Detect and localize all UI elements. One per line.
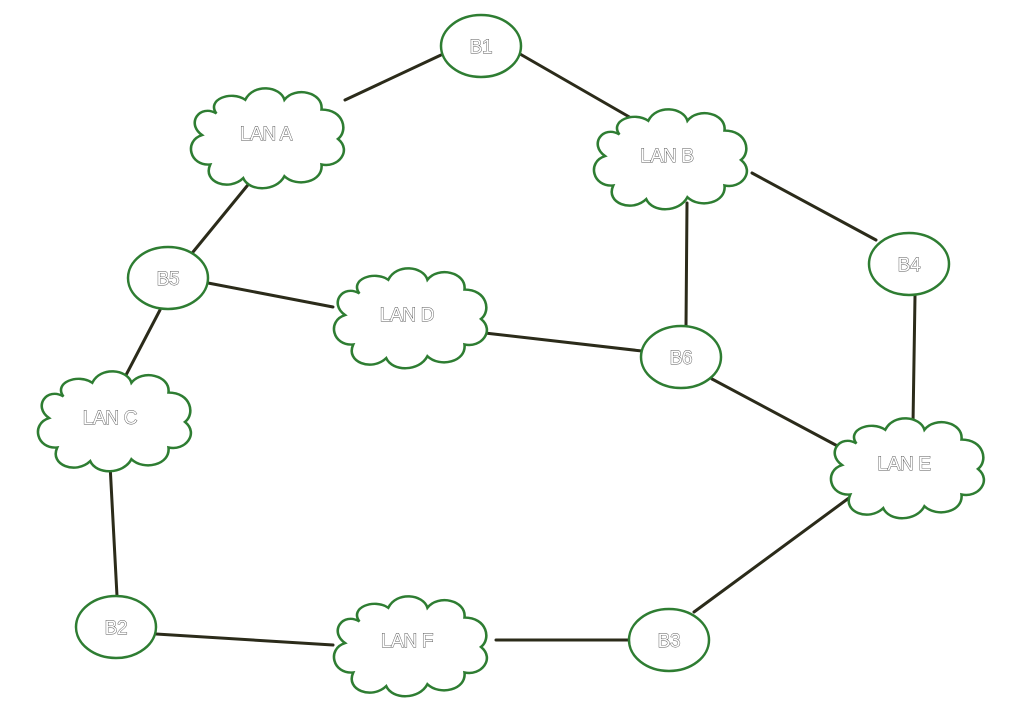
edge-b3-lan-e: [692, 493, 855, 614]
node-label-lan-c: LAN C: [83, 408, 137, 429]
edge-b6-lan-e: [710, 377, 847, 452]
node-label-b4: B4: [898, 255, 921, 276]
node-label-lan-d: LAN D: [380, 305, 434, 326]
edge-b5-lan-d: [206, 281, 335, 309]
node-label-lan-e: LAN E: [877, 454, 930, 475]
labels: LAN A LAN B LAN C LAN D LAN E LAN F B1 B…: [82, 37, 931, 653]
edge-lan-a-b5: [191, 173, 258, 254]
bridge-b4-shape: [867, 231, 951, 297]
bridge-b5-shape: [126, 245, 210, 311]
edge-b4-lan-e: [911, 294, 917, 426]
edge-lan-d-b6: [474, 330, 644, 353]
node-label-b2: B2: [105, 618, 128, 639]
node-label-b6: B6: [670, 348, 693, 369]
node-label-b3: B3: [658, 631, 681, 652]
node-label-b1: B1: [470, 37, 493, 58]
edge-b5-lan-c: [124, 308, 162, 377]
edge-lan-c-b2: [108, 462, 119, 598]
bridge-b3-shape: [627, 607, 711, 673]
node-label-lan-f: LAN F: [381, 631, 433, 652]
edge-b1-lan-a: [343, 53, 443, 102]
bridge-b6-shape: [639, 324, 723, 390]
edge-lan-b-b4: [750, 171, 878, 242]
node-label-b5: B5: [157, 269, 180, 290]
bridge-b1-shape: [439, 13, 523, 79]
edge-b1-lan-b: [518, 52, 647, 128]
edges: [108, 52, 917, 647]
node-label-lan-a: LAN A: [240, 124, 293, 145]
edge-lan-b-b6: [684, 201, 689, 329]
node-label-lan-b: LAN B: [640, 146, 693, 167]
bridge-b2-shape: [74, 594, 158, 660]
nodes: [36, 13, 986, 698]
edge-b2-lan-f: [154, 632, 335, 647]
